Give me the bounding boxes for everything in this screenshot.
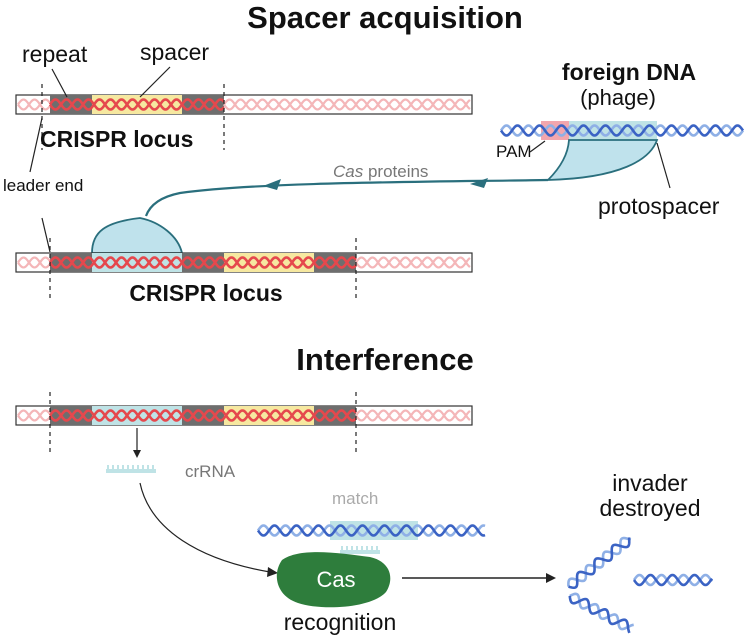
- pathway-arrow-head-2: [263, 179, 281, 190]
- recognition-dna-strand: [256, 524, 486, 537]
- crispr-locus-mid: [15, 252, 473, 273]
- locus-mid-faint-left: [17, 256, 51, 269]
- helix-strand-a: [632, 573, 714, 587]
- locus-int-crispr-strand: [48, 409, 357, 422]
- cas-pathway-line: [144, 178, 549, 217]
- helix-strand-a: [17, 98, 51, 111]
- helix-strand-a: [499, 124, 745, 137]
- helix-strand-a: [256, 524, 486, 537]
- helix-strand-a: [48, 98, 225, 111]
- locus-mid-crispr-strand: [48, 256, 357, 269]
- fragment-2-strand: [632, 573, 714, 587]
- crrna-to-cas-arrow: [139, 482, 271, 573]
- spacer-label: spacer: [140, 39, 209, 65]
- locus-top-faint-strand-right: [223, 98, 471, 111]
- pam-label: PAM: [496, 142, 532, 161]
- helix-strand-b: [256, 524, 486, 537]
- cas-blob-upper: [545, 139, 659, 181]
- protospacer-label: protospacer: [598, 193, 720, 219]
- guide-rna-teeth: [341, 546, 378, 550]
- leader-end-label: leader end: [3, 176, 83, 195]
- cas-proteins-label: Cas proteins: [333, 162, 428, 181]
- protospacer-pointer: [656, 142, 671, 189]
- helix-strand-b: [632, 573, 714, 587]
- helix-strand-a: [48, 409, 357, 422]
- spacer-acquisition-title: Spacer acquisition: [247, 0, 523, 35]
- crrna-to-cas-arrow-head: [267, 567, 278, 577]
- cas-protein-shape: [276, 552, 391, 608]
- leader-end-pointer-mid: [41, 217, 51, 253]
- crispr-locus-mid-label: CRISPR locus: [129, 280, 282, 306]
- helix-strand-b: [48, 256, 357, 269]
- helix-strand-b: [17, 256, 51, 269]
- destroy-arrow-head: [546, 573, 556, 583]
- guide-rna-bar: [340, 550, 380, 554]
- helix-strand-a: [48, 256, 357, 269]
- recognition-dna: [256, 521, 486, 540]
- transcription-arrow-head: [133, 450, 141, 458]
- repeat-pointer: [51, 68, 68, 98]
- invader-label: invader: [612, 470, 688, 496]
- cas-blob-lower: [91, 217, 184, 254]
- dna-fragment-3: [568, 592, 634, 634]
- protospacer-region: [569, 121, 657, 140]
- phage-label: (phage): [580, 85, 656, 110]
- crispr-locus-top-label: CRISPR locus: [40, 126, 193, 152]
- match-label: match: [332, 489, 378, 508]
- helix-strand-a: [17, 409, 51, 422]
- crrna-strand: [106, 465, 156, 473]
- helix-strand-b: [223, 98, 471, 111]
- locus-top-crispr-strand: [48, 98, 225, 111]
- crrna-teeth: [107, 465, 154, 469]
- helix-strand-b: [355, 409, 471, 422]
- proteins-word: proteins: [363, 162, 428, 181]
- crrna-label: crRNA: [185, 462, 236, 481]
- helix-strand-b: [17, 409, 51, 422]
- locus-mid-faint-right: [355, 256, 471, 269]
- match-region: [330, 521, 418, 540]
- helix-strand-a: [568, 595, 631, 634]
- helix-strand-a: [223, 98, 471, 111]
- helix-strand-b: [569, 592, 634, 631]
- phage-dna: [499, 121, 745, 140]
- crrna-bar: [106, 469, 156, 473]
- foreign-dna-label: foreign DNA: [562, 59, 696, 85]
- destroyed-label: destroyed: [599, 495, 700, 521]
- leader-end-pointer: [29, 117, 43, 173]
- helix-strand-a: [355, 409, 471, 422]
- helix-strand-a: [355, 256, 471, 269]
- dna-fragment-2: [632, 573, 714, 587]
- helix-strand-b: [17, 98, 51, 111]
- locus-int-faint-right: [355, 409, 471, 422]
- fragment-3-strand: [568, 592, 634, 634]
- guide-rna-bound: [340, 546, 380, 554]
- repeat-label: repeat: [22, 41, 88, 67]
- pam-pointer: [529, 140, 546, 153]
- helix-strand-b: [48, 409, 357, 422]
- pathway-arrow-head-1: [470, 178, 488, 188]
- cas-protein-label: Cas: [316, 567, 355, 592]
- locus-int-faint-left: [17, 409, 51, 422]
- spacer-pointer: [139, 66, 171, 98]
- crispr-locus-interference: [15, 405, 473, 426]
- fragment-1-strand: [567, 536, 632, 590]
- interference-title: Interference: [296, 342, 473, 377]
- helix-strand-b: [567, 536, 632, 587]
- helix-strand-a: [17, 256, 51, 269]
- helix-strand-b: [355, 256, 471, 269]
- cas-italic: Cas: [333, 162, 364, 181]
- helix-strand-a: [568, 537, 631, 590]
- recognition-label: recognition: [284, 609, 397, 635]
- helix-strand-b: [48, 98, 225, 111]
- crispr-locus-top: [15, 94, 473, 115]
- locus-top-faint-strand-left: [17, 98, 51, 111]
- phage-dna-strand: [499, 124, 745, 137]
- dna-fragment-1: [567, 536, 632, 590]
